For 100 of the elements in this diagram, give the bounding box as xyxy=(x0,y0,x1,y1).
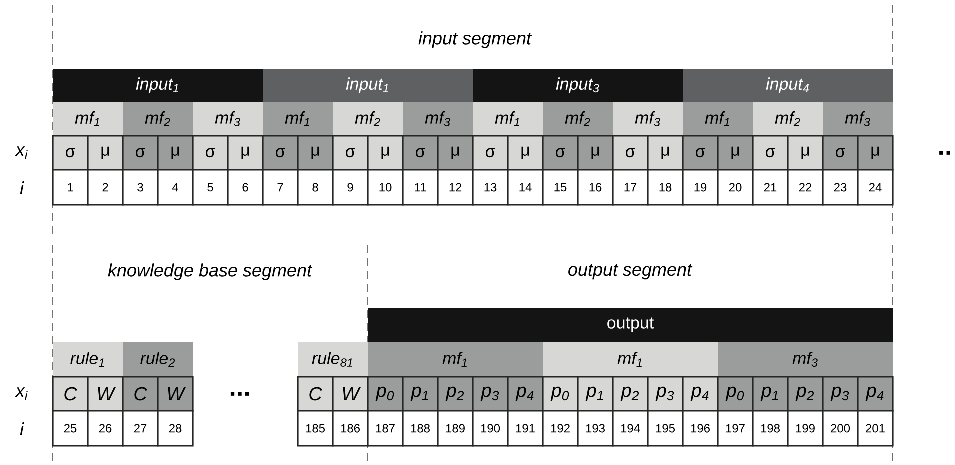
index-cell: 197 xyxy=(717,410,754,447)
index-cell: 4 xyxy=(157,169,194,206)
index-cell: 186 xyxy=(332,410,369,447)
parameter-cell: σ xyxy=(682,135,719,171)
parameter-cell: σ xyxy=(752,135,789,171)
parameter-cell: p$_{3}$ xyxy=(647,376,684,412)
index-cell: 191 xyxy=(507,410,544,447)
index-cell: 27 xyxy=(122,410,159,447)
input-band: input$_{3}$ xyxy=(473,69,683,102)
parameter-cell: p$_{0}$ xyxy=(367,376,404,412)
parameter-cell: p$_{4}$ xyxy=(507,376,544,412)
parameter-cell: p$_{2}$ xyxy=(612,376,649,412)
index-cell: 187 xyxy=(367,410,404,447)
index-cell: 12 xyxy=(437,169,474,206)
index-cell: 6 xyxy=(227,169,264,206)
segment-title: output segment xyxy=(568,264,693,280)
parameter-cell: σ xyxy=(612,135,649,171)
index-cell: 19 xyxy=(682,169,719,206)
parameter-cell: μ xyxy=(227,135,264,171)
parameter-cell: W xyxy=(87,376,124,412)
parameter-cell: μ xyxy=(857,135,894,171)
mf-band: mf$_{3}$ xyxy=(193,102,263,136)
row-label: x$_{i}$ xyxy=(15,146,28,160)
index-cell: 1 xyxy=(52,169,89,206)
row-label: x$_{i}$ xyxy=(15,388,28,400)
index-cell: 193 xyxy=(577,410,614,447)
parameter-cell: p$_{1}$ xyxy=(577,376,614,412)
parameter-cell: p$_{4}$ xyxy=(857,376,894,412)
parameter-cell: p$_{4}$ xyxy=(682,376,719,412)
index-cell: 196 xyxy=(682,410,719,447)
parameter-cell: p$_{1}$ xyxy=(752,376,789,412)
mf-band: mf$_{1}$ xyxy=(263,102,333,136)
index-cell: 25 xyxy=(52,410,89,447)
index-cell: 195 xyxy=(647,410,684,447)
mf-band: mf$_{1}$ xyxy=(473,102,543,136)
parameter-cell: p$_{1}$ xyxy=(402,376,439,412)
input-band: input$_{1}$ xyxy=(53,69,263,102)
parameter-cell: C xyxy=(122,376,159,412)
parameter-cell: μ xyxy=(367,135,404,171)
parameter-cell: σ xyxy=(122,135,159,171)
ellipsis: .. xyxy=(940,151,950,155)
mf-band: mf$_{3}$ xyxy=(823,102,893,136)
input-band: input$_{1}$ xyxy=(263,69,473,102)
parameter-cell: μ xyxy=(297,135,334,171)
parameter-cell: σ xyxy=(472,135,509,171)
mf-band: mf$_{2}$ xyxy=(333,102,403,136)
parameter-cell: σ xyxy=(262,135,299,171)
index-cell: 9 xyxy=(332,169,369,206)
parameter-cell: μ xyxy=(647,135,684,171)
rule-band: rule$_{81}$ xyxy=(298,342,368,377)
index-cell: 11 xyxy=(402,169,439,206)
index-cell: 200 xyxy=(822,410,859,447)
mf-band: mf$_{1}$ xyxy=(683,102,753,136)
parameter-cell: σ xyxy=(192,135,229,171)
mf-band: mf$_{1}$ xyxy=(53,102,124,136)
mf-band: mf$_{3}$ xyxy=(403,102,473,136)
segment-title: input segment xyxy=(418,32,532,48)
index-cell: 5 xyxy=(192,169,229,206)
parameter-cell: σ xyxy=(402,135,439,171)
index-cell: 3 xyxy=(122,169,159,206)
mf-band: mf$_{2}$ xyxy=(123,102,193,136)
parameter-cell: p$_{3}$ xyxy=(822,376,859,412)
index-cell: 8 xyxy=(297,169,334,206)
index-cell: 7 xyxy=(262,169,299,206)
input-band: input$_{4}$ xyxy=(683,69,893,102)
parameter-cell: μ xyxy=(157,135,194,171)
index-cell: 13 xyxy=(472,169,509,206)
index-cell: 20 xyxy=(717,169,754,206)
index-cell: 22 xyxy=(787,169,824,206)
index-cell: 14 xyxy=(507,169,544,206)
parameter-cell: μ xyxy=(437,135,474,171)
index-cell: 201 xyxy=(857,410,894,447)
index-cell: 24 xyxy=(857,169,894,206)
index-cell: 192 xyxy=(542,410,579,447)
parameter-cell: W xyxy=(157,376,194,412)
parameter-cell: p$_{0}$ xyxy=(717,376,754,412)
mf-band: mf$_{2}$ xyxy=(543,102,613,136)
parameter-cell: μ xyxy=(717,135,754,171)
mf-band: mf$_{2}$ xyxy=(753,102,823,136)
index-cell: 2 xyxy=(87,169,124,206)
index-cell: 15 xyxy=(542,169,579,206)
index-cell: 199 xyxy=(787,410,824,447)
mf-band: mf$_{3}$ xyxy=(613,102,683,136)
ellipsis: ... xyxy=(230,392,250,396)
row-label: i xyxy=(20,181,24,195)
parameter-cell: σ xyxy=(332,135,369,171)
parameter-cell: p$_{0}$ xyxy=(542,376,579,412)
parameter-cell: μ xyxy=(577,135,614,171)
output-band: output xyxy=(368,308,893,342)
index-cell: 28 xyxy=(157,410,194,447)
index-cell: 10 xyxy=(367,169,404,206)
parameter-cell: μ xyxy=(87,135,124,171)
index-cell: 21 xyxy=(752,169,789,206)
parameter-cell: σ xyxy=(542,135,579,171)
parameter-cell: p$_{2}$ xyxy=(437,376,474,412)
parameter-cell: p$_{3}$ xyxy=(472,376,509,412)
parameter-cell: μ xyxy=(507,135,544,171)
row-label: i xyxy=(20,422,24,436)
parameter-cell: σ xyxy=(52,135,89,171)
rule-band: rule$_{2}$ xyxy=(123,342,193,377)
